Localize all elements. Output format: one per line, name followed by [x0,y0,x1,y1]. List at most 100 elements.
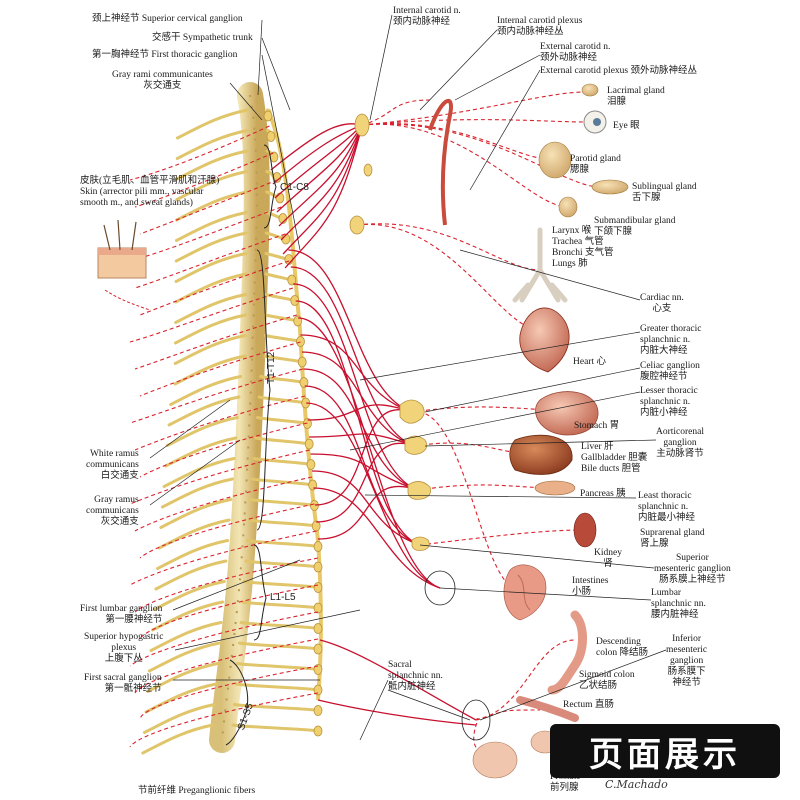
organs [428,83,629,779]
label-eye: Eye 眼 [613,121,640,131]
label-internal-carotid-n: Internal carotid n. 颈内动脉神经 [393,6,461,27]
label-liver-gallbladder: Liver 肝 Gallbladder 胆囊 Bile ducts 胆管 [581,442,648,474]
leader-line [149,399,231,459]
postganglionic-fiber [475,709,541,721]
preganglionic-fiber [313,487,441,589]
leader-line [424,367,641,413]
postganglionic-fiber [417,484,556,491]
postganglionic-fiber [139,503,315,559]
preganglionic-fiber [317,485,419,540]
spinal-nerve-root [162,457,236,488]
label-external-carotid-plexus: External carotid plexus 颈外动脉神经丛 [540,66,697,76]
label-superior-cervical-ganglion: 颈上神经节 Superior cervical ganglion [92,14,243,24]
leader-line [469,69,541,191]
postganglionic-fiber [475,639,576,721]
spinal-nerve-root [173,313,247,345]
spinal-nerve-root [147,641,221,673]
chain-ganglion [263,110,273,122]
spinal-nerve-root [154,559,228,591]
preganglionic-fiber [304,385,421,546]
label-sympathetic-trunk: 交感干 Sympathetic trunk [152,33,253,43]
preganglionic-fiber [311,470,421,546]
preganglionic-fiber [300,334,413,413]
postganglionic-fiber [129,611,319,667]
preganglionic-fiber [298,317,441,589]
leader-line [454,54,541,101]
leader-line [261,54,301,251]
chain-ganglion [313,582,323,593]
chain-ganglion [290,295,300,306]
spinal-nerve-root [159,498,233,529]
postganglionic-fiber [139,341,301,397]
postganglionic-fiber [139,179,278,235]
leader-line [459,249,641,301]
chain-ganglion [313,664,323,675]
label-lacrimal-gland: Lacrimal gland 泪腺 [607,86,665,107]
chain-ganglion [313,541,323,552]
label-rectum: Rectum 直肠 [563,700,614,710]
label-least-thoracic-splanchnic: Least thoracic splanchnic n. 内脏最小神经 [638,491,696,523]
label-lumbar-splanchnic: Lumbar splanchnic nn. 腰内脏神经 [651,588,706,620]
ramus [247,518,318,528]
chain-ganglion [266,131,276,142]
region-label-cervical: C1-C8 [280,182,309,193]
spinal-nerve-root [165,416,239,447]
postganglionic-fiber [134,557,319,613]
postganglionic-fiber [134,638,319,694]
postganglionic-fiber [411,411,521,591]
label-greater-thoracic-splanchnic: Greater thoracic splanchnic n. 内脏大神经 [640,324,702,356]
preganglionic-fiber [278,124,363,227]
label-superior-mesenteric-ganglion: Superior mesenteric ganglion 肠系膜上神经节 [654,553,731,585]
label-aorticorenal-ganglion: Aorticorenal ganglion 主动脉肾节 [656,427,705,459]
leader-line [149,439,241,506]
region-label-lumbar: L1-L5 [270,592,296,603]
chain-ganglion [313,684,323,696]
spinal-nerve-root [152,580,226,611]
cervical-ganglia [349,113,373,235]
leader-line [419,544,655,569]
spinal-nerve-root [174,231,248,263]
chain-ganglion [313,643,323,655]
spinal-nerve-root [175,170,249,201]
postganglionic-fiber [356,223,541,331]
spinal-cord [209,82,270,753]
preganglionic-fiber [280,124,363,241]
label-inferior-mesenteric-ganglion: Inferior mesenteric ganglion 肠系膜下 神经节 [666,634,708,688]
spinal-nerve-root [142,703,216,734]
preganglionic-fiber [303,368,419,491]
preganglionic-fiber [284,124,363,269]
chain-ganglion [313,705,323,716]
label-first-thoracic-ganglion: 第一胸神经节 First thoracic ganglion [92,50,238,60]
preganglionic-fiber [310,453,419,491]
label-gray-ramus: Gray ramus communicans 灰交通支 [86,495,139,527]
label-skin: 皮肤(立毛肌、血管平滑肌和汗腺) Skin (arrector pili mm.… [80,176,220,208]
label-preganglionic-fibers: 节前纤维 Preganglionic fibers [138,786,256,796]
preganglionic-fiber [316,442,416,523]
postganglionic-fiber [129,125,270,181]
preganglionic-fibers [270,123,477,726]
spinal-nerve-root [173,334,247,365]
label-sublingual-gland: Sublingual gland 舌下腺 [632,182,697,203]
preganglionic-fiber [290,266,416,447]
leader-line [349,391,641,451]
spinal-nerve-root [160,477,234,509]
preganglionic-fiber [306,402,441,589]
chain-ganglion [313,623,323,634]
spinal-nerve-root [174,293,248,324]
label-superior-hypogastric-plexus: Superior hypogastric plexus 上腹下丛 [84,632,164,664]
spinal-nerve-root [146,662,220,693]
label-celiac-ganglion: Celiac ganglion 腹腔神经节 [640,361,700,382]
label-sigmoid-colon: Sigmoid colon 乙状结肠 [579,670,635,691]
chain-ganglion [313,561,323,573]
leader-line [479,649,667,721]
label-external-carotid-n: External carotid n. 颈外动脉神经 [540,42,611,63]
label-first-sacral-ganglion: First sacral ganglion 第一骶神经节 [84,673,162,694]
ramus [249,498,316,507]
spinal-nerve-root [174,211,248,242]
preganglionic-fiber [282,124,363,255]
postganglionic-fiber [129,692,319,748]
postganglionic-fiber [134,233,286,289]
leader-line [387,689,471,721]
leader-line [369,14,393,121]
